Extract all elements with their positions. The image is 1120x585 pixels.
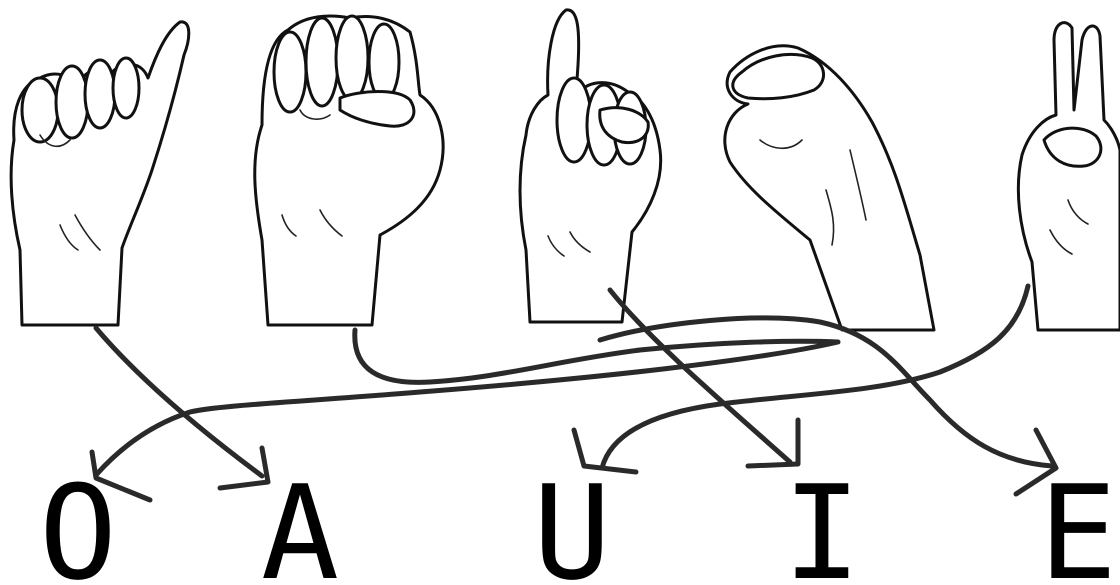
letter-o: O xyxy=(39,457,117,585)
letter-i: I xyxy=(783,457,861,585)
letter-a: A xyxy=(261,457,339,585)
connector-hand5-to-u xyxy=(602,286,1028,468)
letter-e: E xyxy=(1039,457,1117,585)
hand-sign-y-icon xyxy=(11,22,189,325)
hand-sign-d-icon xyxy=(520,10,661,322)
hand-sign-c-icon xyxy=(725,46,934,330)
hand-sign-s-icon xyxy=(255,16,443,325)
letter-u: U xyxy=(533,457,611,585)
hand-sign-r-icon xyxy=(1018,23,1120,330)
vowel-row: O A U I E xyxy=(39,457,1117,585)
